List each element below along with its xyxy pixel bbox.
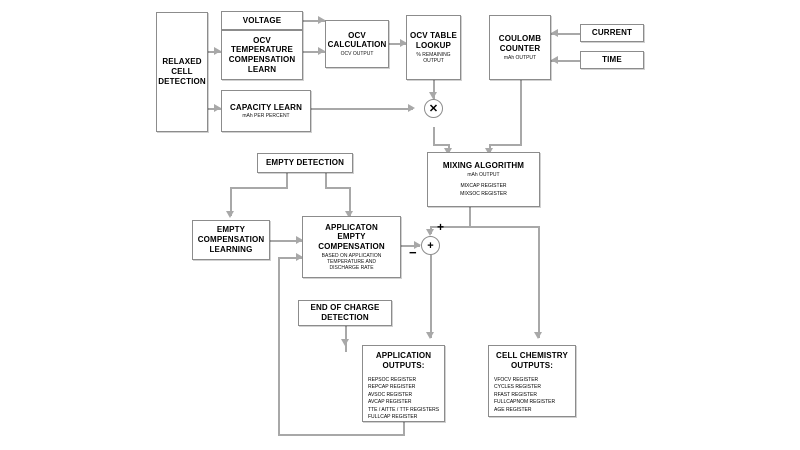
capacity-learn-title: CAPACITY LEARN [229, 102, 303, 112]
arrowhead-feedback-into-appcomp [296, 253, 303, 261]
connector-coulomb-left [489, 144, 522, 146]
capacity-learn-subtitle: mAh PER PERCENT [242, 113, 290, 120]
application-outputs-title: APPLICATION OUTPUTS: [375, 351, 432, 370]
connector-capacity-to-multiply [311, 108, 413, 110]
connector-feedback-up [278, 257, 280, 436]
connector-appcomp-to-sum [401, 245, 420, 247]
current-title: CURRENT [591, 28, 633, 38]
sum-plus-sign: + [437, 220, 445, 234]
connector-mixing-down [469, 207, 471, 228]
block-cell-chemistry-outputs[interactable]: CELL CHEMISTRY OUTPUTS: VFOCV REGISTER C… [488, 345, 576, 417]
connector-coulomb-down [520, 80, 522, 144]
connector-emptydet-bus-right [325, 187, 351, 189]
sum-junction: + [421, 236, 440, 255]
connector-current-to-coulomb [551, 33, 580, 35]
connector-voltage-to-ocvcalc [303, 20, 325, 22]
sum-minus-sign: − [409, 245, 417, 260]
ocv-table-lookup-title: OCV TABLE LOOKUP [410, 31, 457, 50]
connector-emptydet-down-right [325, 173, 327, 189]
ocv-temperature-compensation-learn-title: OCV TEMPERATURE COMPENSATION LEARN [228, 35, 296, 74]
connector-emptydet-down-left [286, 173, 288, 189]
connector-mixing-split-bus [430, 226, 540, 228]
arrowhead-appcomp-to-sum [414, 241, 421, 249]
time-title: TIME [602, 55, 622, 65]
block-ocv-table-lookup[interactable]: OCV TABLE LOOKUP % REMAINING OUTPUT [406, 15, 461, 80]
arrowhead-relaxed-to-capacity [214, 104, 221, 112]
ocv-calculation-subtitle: OCV OUTPUT [340, 51, 374, 58]
application-empty-compensation-title: APPLICATON EMPTY COMPENSATION [318, 222, 385, 252]
arrowhead-endofcharge-to-appoutputs [341, 339, 349, 346]
ocv-table-lookup-subtitle: % REMAINING OUTPUT [416, 51, 451, 64]
empty-detection-title: EMPTY DETECTION [265, 158, 345, 168]
arrowhead-coulomb-into-mixing [485, 148, 493, 155]
arrowhead-capacity-to-multiply [408, 104, 415, 112]
block-current[interactable]: CURRENT [580, 24, 644, 42]
block-coulomb-counter[interactable]: COULOMB COUNTER mAh OUTPUT [489, 15, 551, 80]
connector-time-to-coulomb [551, 60, 580, 62]
mixing-algorithm-subtitle: mAh OUTPUT [467, 171, 500, 178]
block-empty-detection[interactable]: EMPTY DETECTION [257, 153, 353, 173]
application-outputs-registers: REPSOC REGISTER REPCAP REGISTER AVSOC RE… [368, 376, 440, 421]
arrowhead-voltage-to-ocvcalc [318, 16, 325, 24]
block-time[interactable]: TIME [580, 51, 644, 69]
block-empty-compensation-learning[interactable]: EMPTY COMPENSATION LEARNING [192, 220, 270, 260]
connector-multiply-right [433, 144, 450, 146]
connector-emptydet-to-appcomp [349, 187, 351, 216]
arrowhead-sum-to-appoutputs [426, 332, 434, 339]
connector-lookup-to-multiply [433, 80, 435, 99]
block-application-empty-compensation[interactable]: APPLICATON EMPTY COMPENSATION BASED ON A… [302, 216, 401, 278]
connector-emptydet-bus-left [230, 187, 288, 189]
connector-ocvcalc-to-lookup [389, 43, 406, 45]
connector-feedback-into-appcomp [278, 257, 302, 259]
arrowhead-ocvtemp-to-ocvcalc [318, 47, 325, 55]
arrowhead-time-to-coulomb [551, 56, 558, 64]
connector-sum-to-appoutputs [430, 255, 432, 338]
end-of-charge-detection-title: END OF CHARGE DETECTION [310, 303, 380, 322]
arrowhead-current-to-coulomb [551, 29, 558, 37]
connector-learning-to-appcomp [270, 240, 302, 242]
block-application-outputs[interactable]: APPLICATION OUTPUTS: REPSOC REGISTER REP… [362, 345, 445, 422]
multiply-junction: ✕ [424, 99, 443, 118]
arrowhead-mixing-to-cellchem [534, 332, 542, 339]
arrowhead-lookup-to-multiply [429, 92, 437, 99]
arrowhead-emptydet-to-appcomp [345, 211, 353, 218]
connector-emptydet-to-learning [230, 187, 232, 216]
connector-mixing-to-cellchem [538, 226, 540, 338]
mixing-algorithm-registers: MIXCAP REGISTER MIXSOC REGISTER [460, 183, 507, 197]
connector-feedback-down [403, 422, 405, 436]
multiply-junction-glyph: ✕ [428, 103, 439, 115]
arrowhead-relaxed-to-ocvtemp [214, 47, 221, 55]
sum-junction-glyph: + [427, 239, 434, 252]
ocv-calculation-title: OCV CALCULATION [327, 30, 387, 50]
block-capacity-learn[interactable]: CAPACITY LEARN mAh PER PERCENT [221, 90, 311, 132]
block-ocv-temperature-compensation-learn[interactable]: OCV TEMPERATURE COMPENSATION LEARN [221, 30, 303, 80]
connector-feedback-left [278, 434, 405, 436]
arrowhead-mixing-to-sum [426, 229, 434, 236]
block-voltage[interactable]: VOLTAGE [221, 11, 303, 30]
block-end-of-charge-detection[interactable]: END OF CHARGE DETECTION [298, 300, 392, 326]
coulomb-counter-subtitle: mAh OUTPUT [503, 54, 537, 61]
block-mixing-algorithm[interactable]: MIXING ALGORITHM mAh OUTPUT MIXCAP REGIS… [427, 152, 540, 207]
mixing-algorithm-title: MIXING ALGORITHM [442, 161, 525, 170]
block-relaxed-cell-detection[interactable]: RELAXED CELL DETECTION [156, 12, 208, 132]
connector-multiply-down [433, 127, 435, 146]
connector-ocvtemp-to-ocvcalc [303, 51, 325, 53]
cell-chemistry-outputs-registers: VFOCV REGISTER CYCLES REGISTER RFAST REG… [494, 376, 556, 413]
application-empty-compensation-subtitle: BASED ON APPLICATION TEMPERATURE AND DIS… [321, 252, 382, 272]
relaxed-cell-detection-title: RELAXED CELL DETECTION [158, 57, 206, 86]
cell-chemistry-outputs-title: CELL CHEMISTRY OUTPUTS: [496, 351, 568, 370]
arrowhead-ocvcalc-to-lookup [400, 39, 407, 47]
coulomb-counter-title: COULOMB COUNTER [498, 34, 542, 53]
arrowhead-learning-to-appcomp [296, 236, 303, 244]
connector-endofcharge-bus [345, 326, 346, 328]
arrowhead-emptydet-to-learning [226, 211, 234, 218]
voltage-title: VOLTAGE [242, 15, 282, 25]
arrowhead-multiply-into-mixing [444, 148, 452, 155]
block-ocv-calculation[interactable]: OCV CALCULATION OCV OUTPUT [325, 20, 389, 68]
empty-compensation-learning-title: EMPTY COMPENSATION LEARNING [197, 225, 265, 254]
